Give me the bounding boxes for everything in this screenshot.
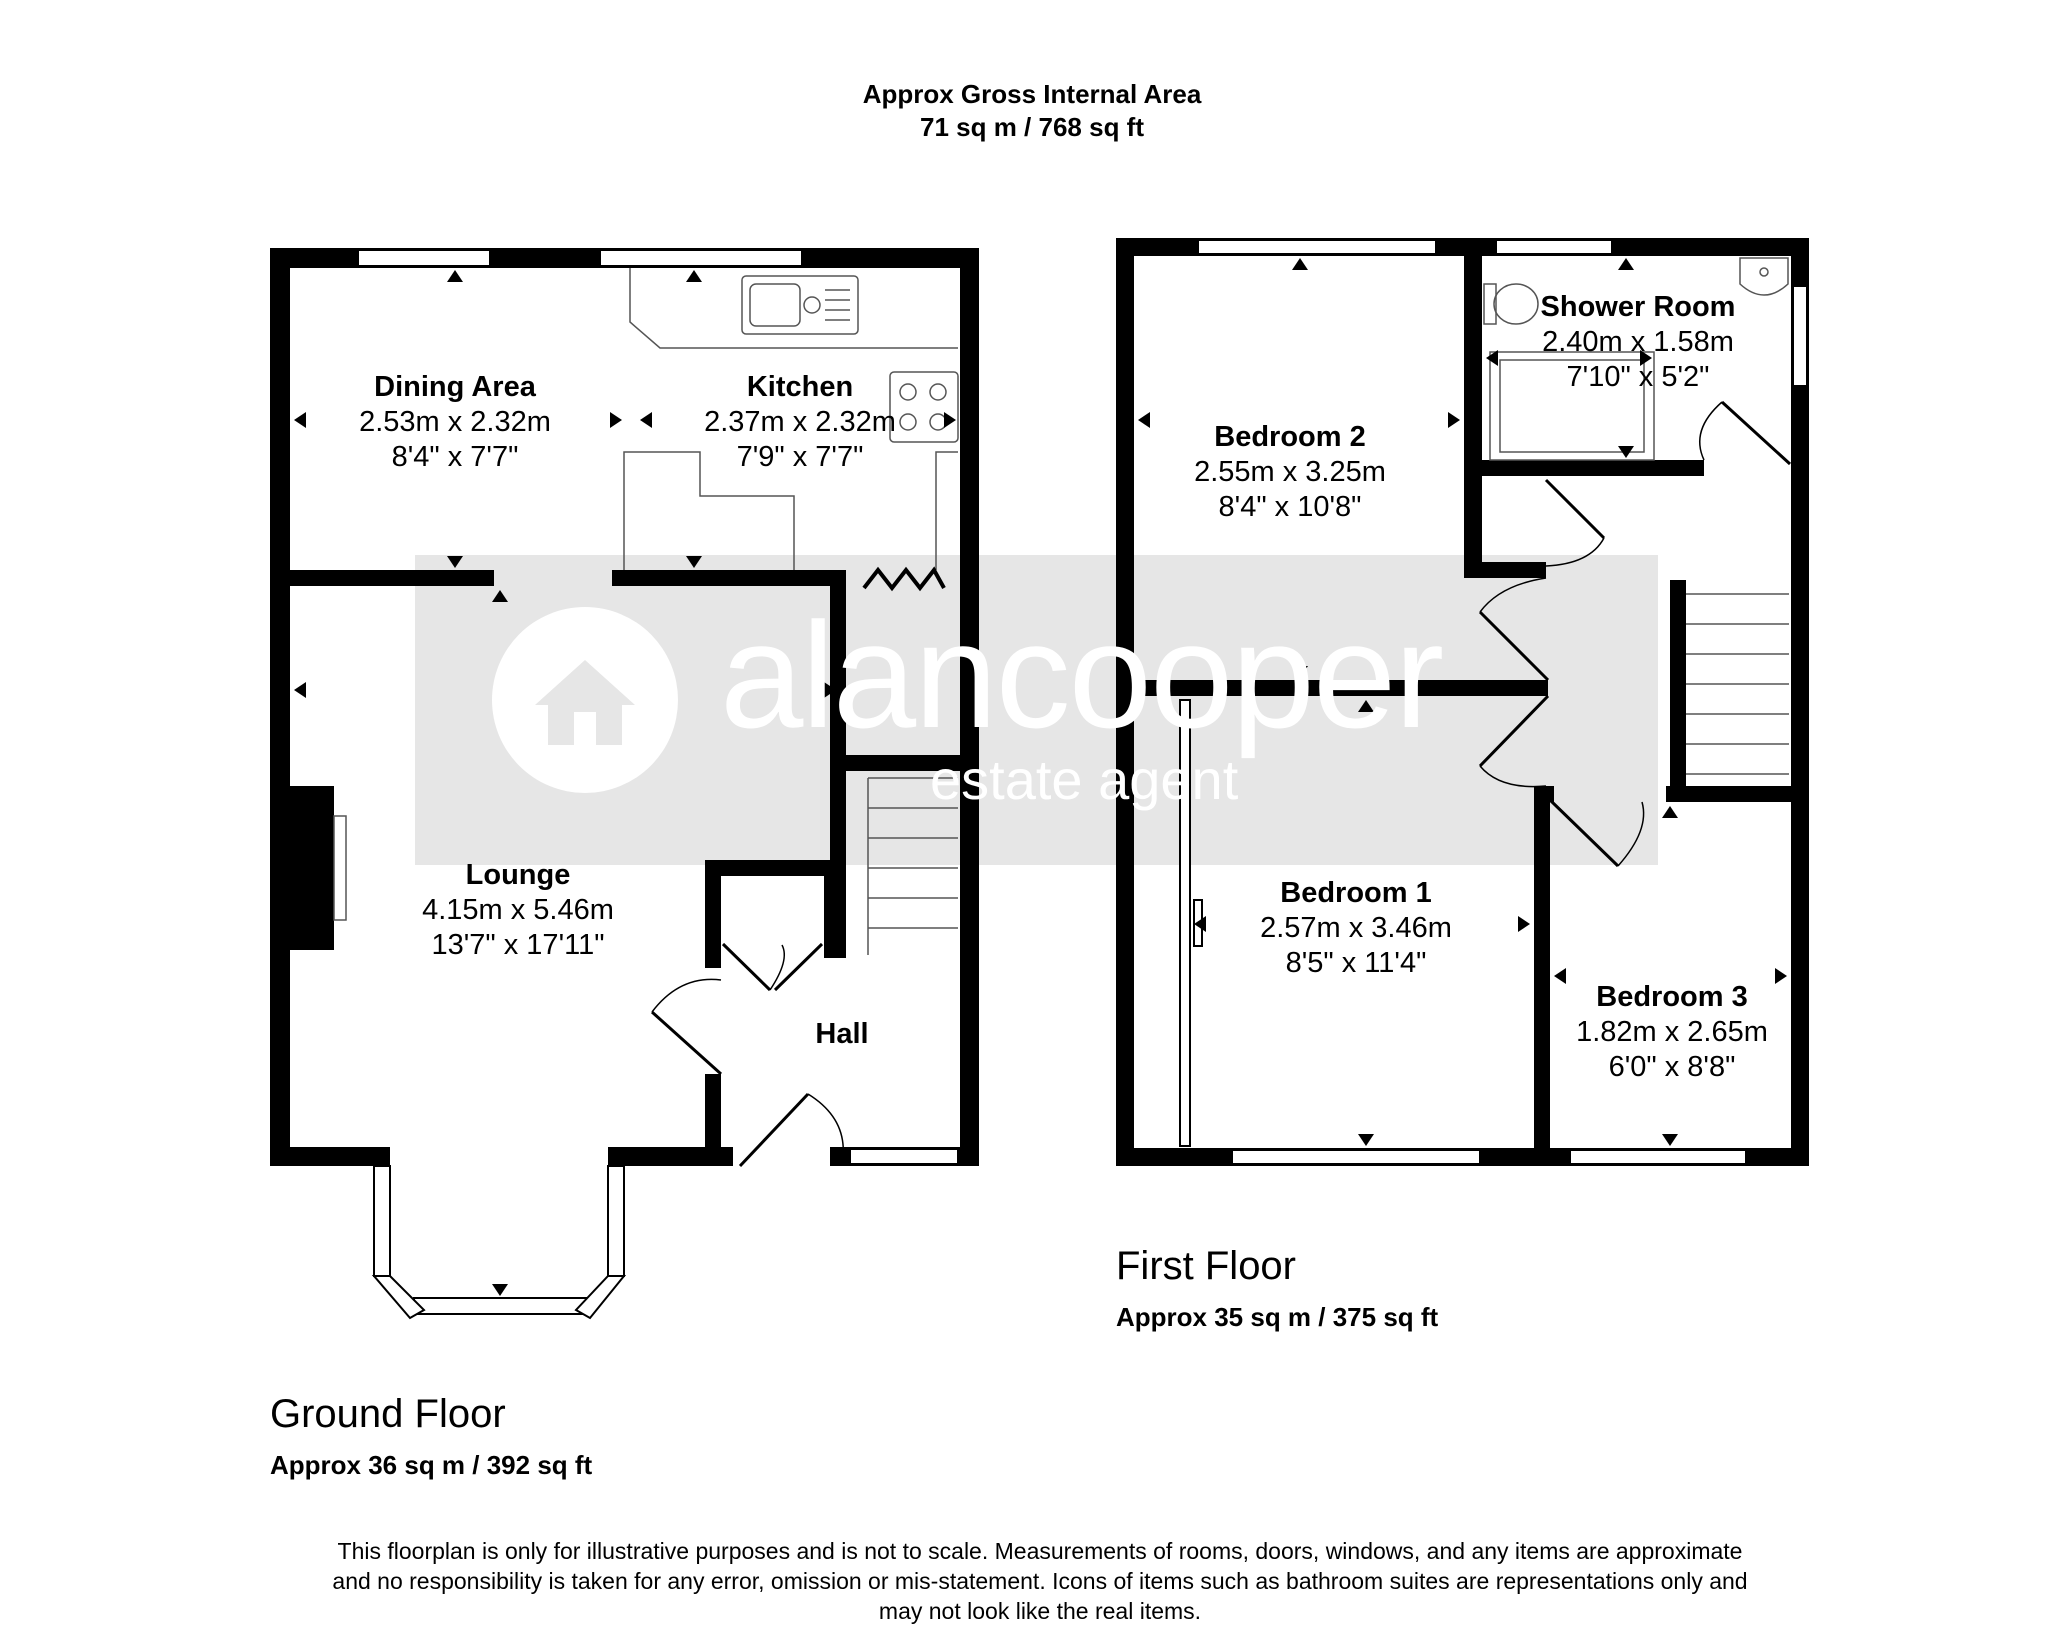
room-name: Lounge: [465, 859, 571, 891]
watermark: [415, 555, 1658, 865]
gross-area-value: 71 sq m / 768 sq ft: [920, 112, 1144, 142]
room-dining-area: Dining Area 2.53m x 2.32m 8'4" x 7'7": [359, 370, 551, 475]
room-imperial: 6'0" x 8'8": [1608, 1051, 1736, 1083]
disclaimer-line-1: This floorplan is only for illustrative …: [337, 1538, 1743, 1564]
ground-floor-doors: [650, 942, 844, 1168]
room-metric: 4.15m x 5.46m: [422, 894, 614, 926]
first-floor-area: Approx 35 sq m / 375 sq ft: [1116, 1302, 1439, 1332]
room-name: Bedroom 1: [1280, 877, 1432, 909]
room-name: Dining Area: [374, 371, 536, 403]
ground-floor-title: Ground Floor: [270, 1392, 506, 1436]
first-floor-windows: [1179, 239, 1808, 1165]
disclaimer-line-2: and no responsibility is taken for any e…: [332, 1568, 1748, 1594]
room-bedroom-3: Bedroom 3 1.82m x 2.65m 6'0" x 8'8": [1576, 980, 1768, 1085]
room-metric: 2.40m x 1.58m: [1542, 326, 1734, 358]
room-imperial: 8'4" x 7'7": [391, 441, 519, 473]
room-metric: 1.82m x 2.65m: [1576, 1016, 1768, 1048]
room-metric: 2.37m x 2.32m: [704, 406, 896, 438]
room-name: Shower Room: [1540, 291, 1736, 323]
room-imperial: 8'5" x 11'4": [1285, 947, 1427, 979]
first-floor-doors: [1478, 400, 1792, 868]
room-lounge: Lounge 4.15m x 5.46m 13'7" x 17'11": [422, 858, 614, 963]
room-imperial: 13'7" x 17'11": [431, 929, 605, 961]
gross-area-title: Approx Gross Internal Area: [862, 79, 1202, 109]
room-metric: 2.53m x 2.32m: [359, 406, 551, 438]
gross-area-header: Approx Gross Internal Area 71 sq m / 768…: [863, 78, 1202, 144]
first-floor-dimension-arrows: [1138, 258, 1787, 1146]
disclaimer-line-3: may not look like the real items.: [878, 1598, 1202, 1624]
ground-floor-windows: [357, 249, 959, 1320]
room-hall: Hall: [815, 1017, 868, 1052]
watermark-tagline: estate agent: [930, 748, 1239, 811]
room-metric: 2.57m x 3.46m: [1260, 912, 1452, 944]
room-name: Bedroom 3: [1596, 981, 1748, 1013]
room-kitchen: Kitchen 2.37m x 2.32m 7'9" x 7'7": [704, 370, 896, 475]
watermark-name: alancooper: [720, 591, 1444, 759]
room-name: Kitchen: [746, 371, 854, 403]
room-name: Bedroom 2: [1214, 421, 1366, 453]
ground-floor-dimension-arrows: [294, 270, 956, 1296]
room-bedroom-1: Bedroom 1 2.57m x 3.46m 8'5" x 11'4": [1260, 876, 1452, 981]
room-metric: 2.55m x 3.25m: [1194, 456, 1386, 488]
ground-floor-fixtures: [333, 268, 959, 955]
first-floor-title: First Floor: [1116, 1244, 1296, 1288]
room-shower-room: Shower Room 2.40m x 1.58m 7'10" x 5'2": [1541, 290, 1736, 395]
disclaimer: This floorplan is only for illustrative …: [332, 1536, 1747, 1626]
room-name: Hall: [815, 1018, 869, 1050]
ground-floor-area: Approx 36 sq m / 392 sq ft: [270, 1450, 593, 1480]
first-floor-plan: [1116, 238, 1809, 1166]
first-floor-fixtures: [1483, 257, 1789, 775]
room-bedroom-2: Bedroom 2 2.55m x 3.25m 8'4" x 10'8": [1194, 420, 1386, 525]
room-imperial: 7'10" x 5'2": [1566, 361, 1710, 393]
room-imperial: 7'9" x 7'7": [736, 441, 864, 473]
room-imperial: 8'4" x 10'8": [1218, 491, 1362, 523]
